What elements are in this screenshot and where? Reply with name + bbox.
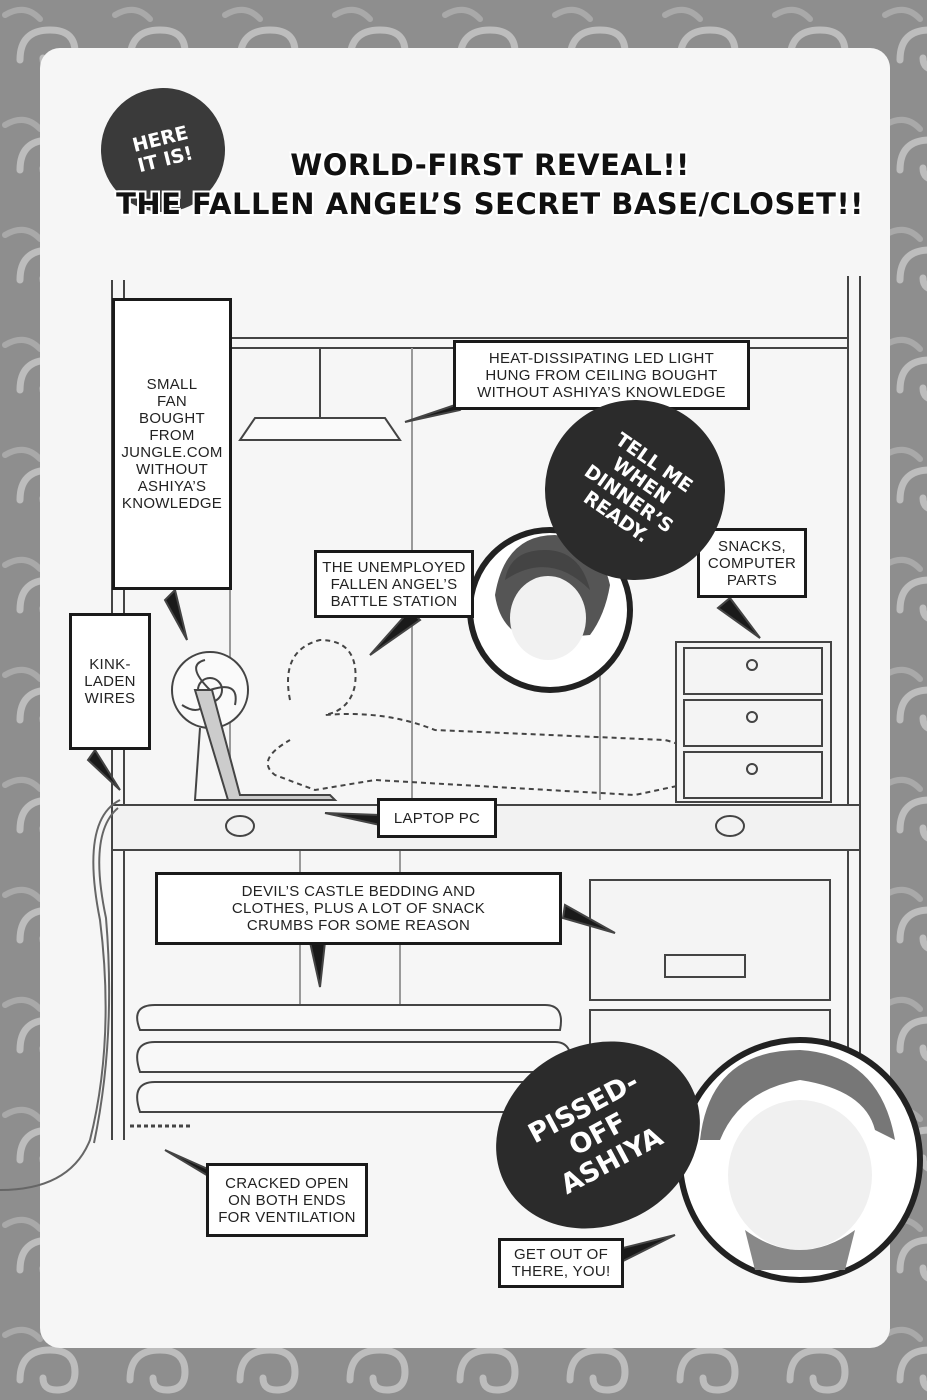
page-title-line-2: THE FALLEN ANGEL’S SECRET BASE/CLOSET!! — [116, 187, 864, 221]
page-title-line-1: WORLD-FIRST REVEAL!! — [290, 148, 690, 182]
label-laptop: LAPTOP PC — [377, 798, 497, 838]
label-snacks: SNACKS, COMPUTER PARTS — [697, 528, 807, 598]
label-wires: KINK- LADEN WIRES — [69, 613, 151, 750]
label-get-out: GET OUT OF THERE, YOU! — [498, 1238, 624, 1288]
label-bedding: DEVIL’S CASTLE BEDDING AND CLOTHES, PLUS… — [155, 872, 562, 945]
ashiya-bubble-text: PISSED- OFF ASHIYA — [523, 1066, 669, 1201]
dinner-speech-text: TELL ME WHEN DINNER’S READY. — [579, 428, 697, 548]
label-led-light: HEAT-DISSIPATING LED LIGHT HUNG FROM CEI… — [453, 340, 750, 410]
label-battle-station: THE UNEMPLOYED FALLEN ANGEL’S BATTLE STA… — [314, 550, 474, 618]
label-ventilation: CRACKED OPEN ON BOTH ENDS FOR VENTILATIO… — [206, 1163, 368, 1237]
label-small-fan: SMALL FAN BOUGHT FROM JUNGLE.COM WITHOUT… — [112, 298, 232, 590]
